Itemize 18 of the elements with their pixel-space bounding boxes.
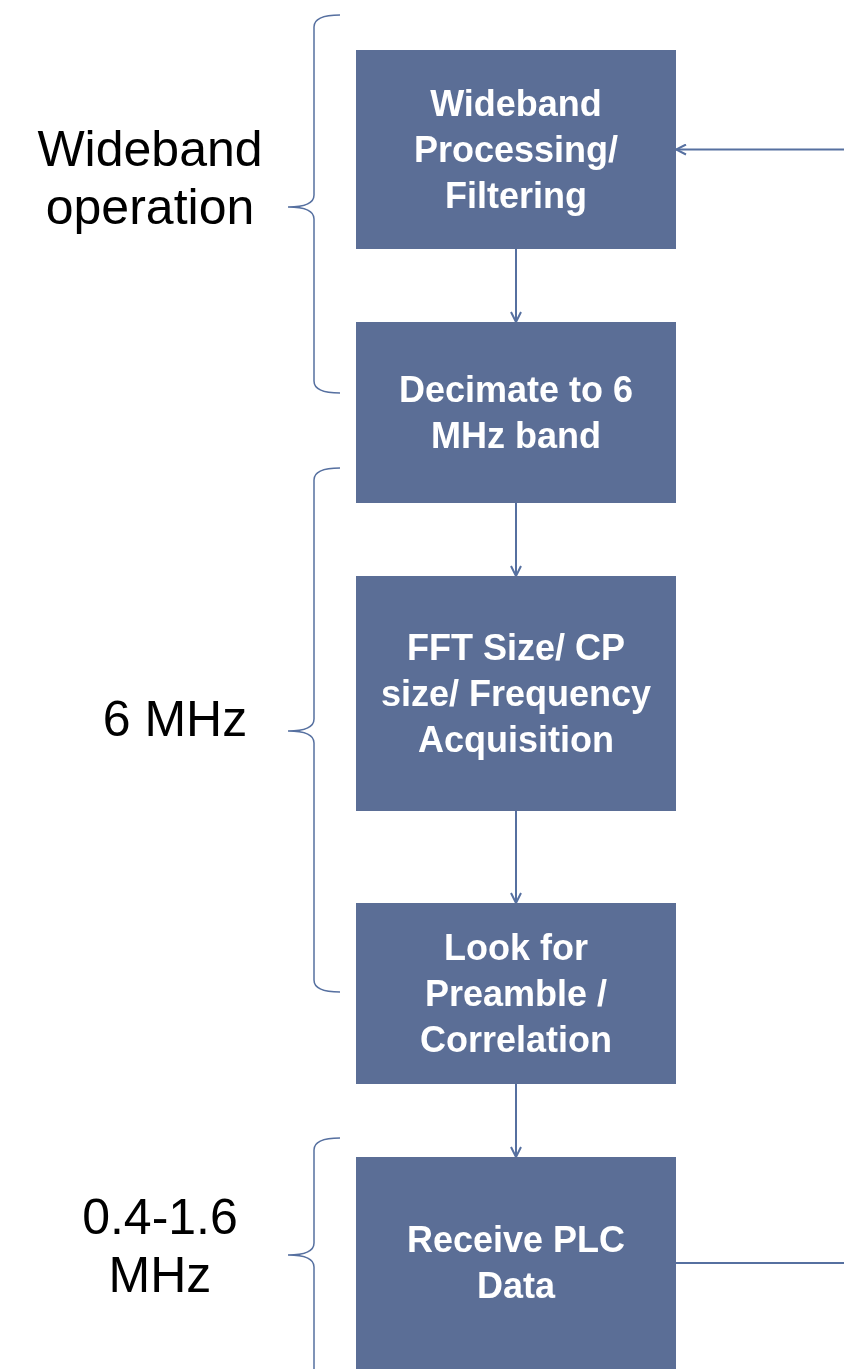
process-box	[356, 1157, 676, 1369]
arrow	[675, 143, 844, 156]
process-box	[356, 576, 676, 811]
box-label: FFT Size/ CP size/ Frequency Acquisition	[379, 625, 653, 762]
bracket-label: 0.4-1.6 MHz	[81, 1188, 239, 1304]
box-label: Decimate to 6 MHz band	[397, 367, 635, 458]
bracket-label: Wideband operation	[36, 120, 264, 236]
box-label: Wideband Processing/ Filtering	[412, 81, 620, 218]
process-box	[356, 903, 676, 1084]
process-box	[356, 50, 676, 249]
box-label: Receive PLC Data	[405, 1218, 627, 1308]
arrow	[510, 1083, 522, 1158]
process-box	[356, 322, 676, 503]
arrow	[510, 502, 522, 577]
box-label: Look for Preamble / Correlation	[419, 925, 613, 1062]
arrow	[510, 248, 522, 323]
arrow	[510, 810, 522, 904]
bracket-label: 6 MHz	[101, 690, 249, 748]
